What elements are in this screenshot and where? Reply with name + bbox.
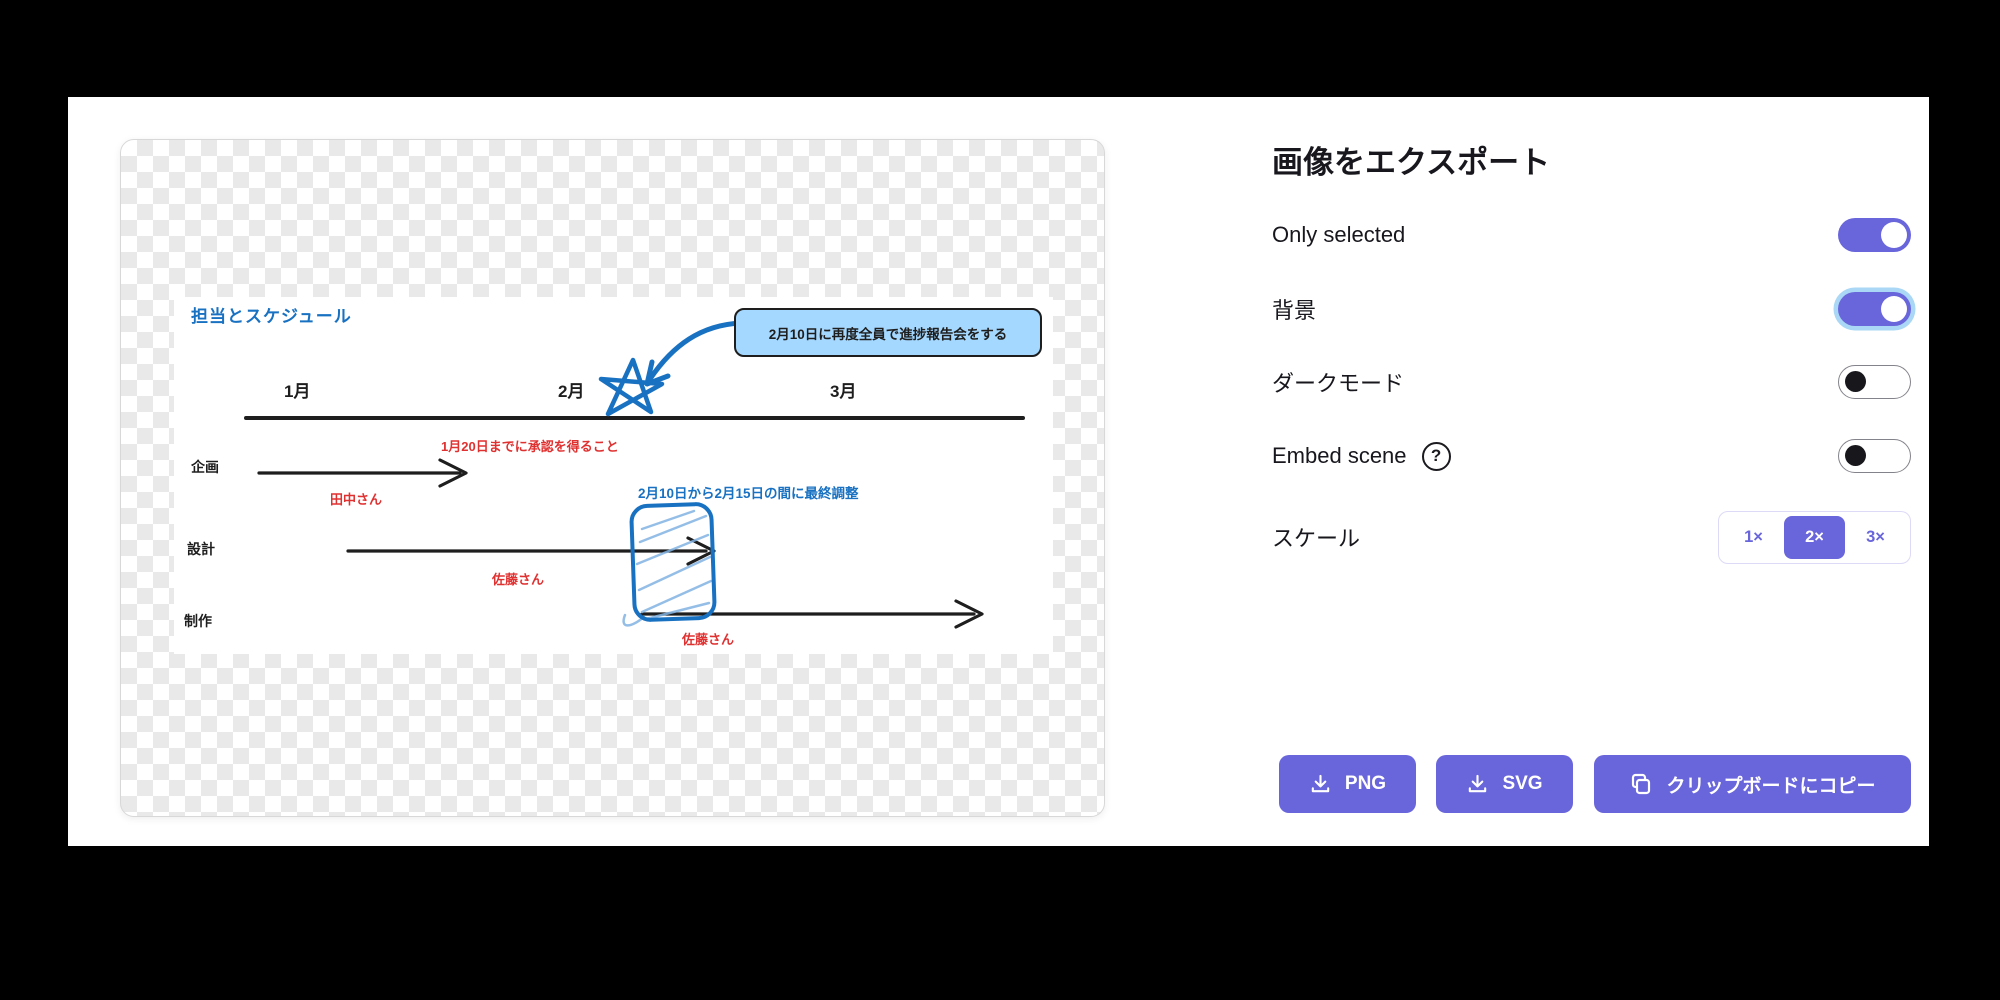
- embed-scene-toggle[interactable]: [1838, 439, 1911, 473]
- scale-button-group: 1× 2× 3×: [1718, 510, 1911, 564]
- download-icon: [1311, 774, 1330, 792]
- scale-3x-button[interactable]: 3×: [1866, 527, 1885, 546]
- assignee-planning: 田中さん: [330, 492, 383, 507]
- export-modal: 担当とスケジュール 2月10日に再度全員で進捗報告会をする 1月 2月 3月 1…: [68, 97, 1929, 846]
- scale-1x-button[interactable]: 1×: [1744, 527, 1763, 546]
- deadline-note: 1月20日までに承認を得ること: [441, 439, 619, 454]
- drawing-title: 担当とスケジュール: [191, 307, 352, 326]
- assignee-design: 佐藤さん: [492, 572, 545, 587]
- option-row-only-selected: Only selected: [1272, 216, 1911, 254]
- assignee-production: 佐藤さん: [682, 632, 735, 647]
- only-selected-toggle[interactable]: [1838, 218, 1911, 252]
- dark-mode-label: ダークモード: [1272, 371, 1405, 396]
- drawing-canvas: 担当とスケジュール 2月10日に再度全員で進捗報告会をする 1月 2月 3月 1…: [174, 297, 1053, 654]
- export-png-button[interactable]: PNG: [1279, 755, 1416, 813]
- drawing-strokes: [244, 320, 1025, 629]
- only-selected-label: Only selected: [1272, 222, 1406, 247]
- callout-box: 2月10日に再度全員で進捗報告会をする: [734, 308, 1042, 357]
- month-label-feb: 2月: [558, 382, 585, 401]
- option-row-background: 背景: [1272, 290, 1911, 328]
- help-circle-icon[interactable]: ?: [1421, 441, 1451, 471]
- download-icon: [1469, 774, 1487, 792]
- row-label-design: 設計: [187, 541, 215, 557]
- copy-icon: [1632, 773, 1651, 795]
- background-label: 背景: [1272, 298, 1317, 323]
- dialog-title: 画像をエクスポート: [1272, 145, 1551, 180]
- row-label-planning: 企画: [191, 459, 219, 475]
- background-toggle[interactable]: [1838, 292, 1911, 326]
- adjustment-note: 2月10日から2月15日の間に最終調整: [638, 486, 859, 501]
- option-row-dark-mode: ダークモード: [1272, 363, 1911, 401]
- scale-2x-button[interactable]: 2×: [1784, 515, 1845, 559]
- month-label-mar: 3月: [830, 382, 857, 401]
- export-preview: 担当とスケジュール 2月10日に再度全員で進捗報告会をする 1月 2月 3月 1…: [120, 139, 1105, 817]
- export-svg-button[interactable]: SVG: [1436, 755, 1573, 813]
- row-label-production: 制作: [184, 613, 212, 629]
- embed-scene-label: Embed scene ?: [1272, 441, 1451, 471]
- option-row-scale: スケール 1× 2× 3×: [1272, 510, 1911, 564]
- dark-mode-toggle[interactable]: [1838, 365, 1911, 399]
- option-row-embed-scene: Embed scene ?: [1272, 437, 1911, 475]
- month-label-jan: 1月: [284, 382, 311, 401]
- scale-label: スケール: [1272, 526, 1361, 551]
- copy-to-clipboard-button[interactable]: クリップボードにコピー: [1594, 755, 1911, 813]
